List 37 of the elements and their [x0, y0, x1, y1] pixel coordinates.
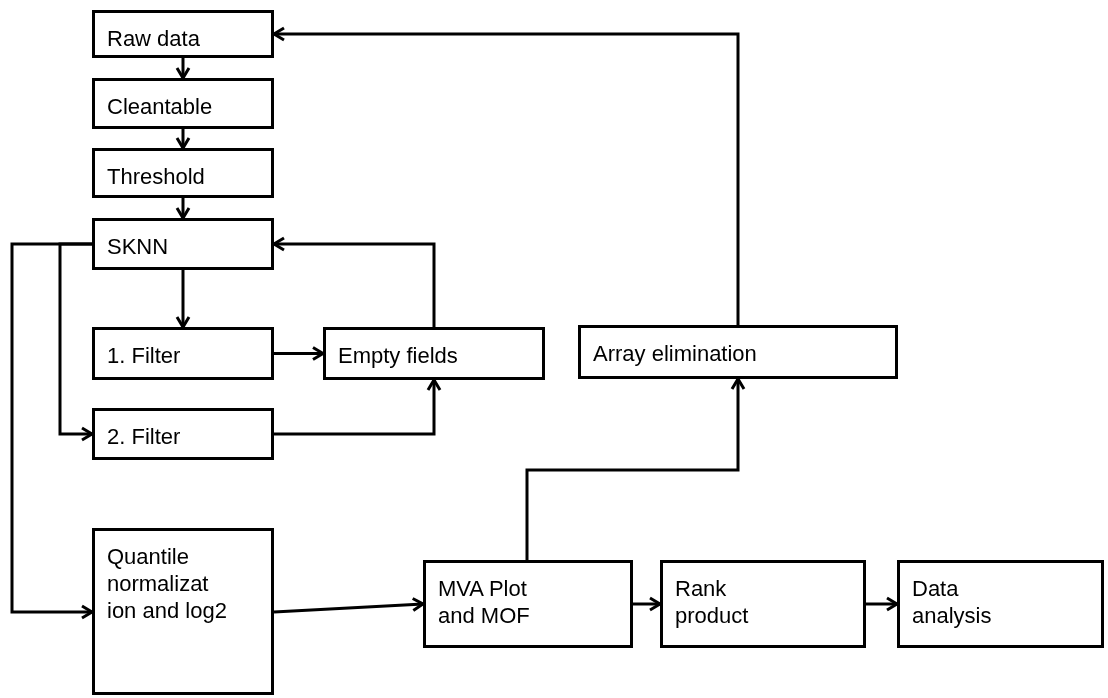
box-label: Array elimination [593, 340, 758, 367]
arrow [273, 597, 425, 614]
arrow [272, 26, 740, 325]
arrow [175, 198, 191, 220]
arrow [10, 242, 94, 620]
box-label: Raw data [107, 25, 201, 52]
process-box [92, 148, 274, 198]
process-box [423, 560, 633, 648]
box-label: Cleantable [107, 93, 214, 120]
box-label: Quantile normalizat ion and log2 [107, 543, 227, 624]
process-box [92, 327, 274, 380]
box-label: Rank product [675, 575, 750, 629]
arrow [175, 270, 191, 329]
arrow [274, 378, 442, 436]
process-box [92, 10, 274, 58]
box-label: Data analysis [912, 575, 993, 629]
process-box [897, 560, 1104, 648]
arrow [175, 129, 191, 150]
box-label: MVA Plot and MOF [438, 575, 531, 629]
box-label: Threshold [107, 163, 206, 190]
arrow [633, 596, 662, 612]
process-box [92, 78, 274, 129]
box-label: 2. Filter [107, 423, 182, 450]
process-box [92, 218, 274, 270]
process-box [323, 327, 545, 380]
arrow [175, 58, 191, 80]
process-box [92, 528, 274, 695]
arrow [274, 346, 325, 361]
process-box [92, 408, 274, 460]
arrow [525, 377, 746, 560]
box-label: SKNN [107, 233, 170, 260]
process-box [578, 325, 898, 379]
process-box [660, 560, 866, 648]
arrow [272, 236, 436, 327]
box-label: 1. Filter [107, 342, 182, 369]
arrow [866, 596, 899, 612]
box-label: Empty fields [338, 342, 459, 369]
